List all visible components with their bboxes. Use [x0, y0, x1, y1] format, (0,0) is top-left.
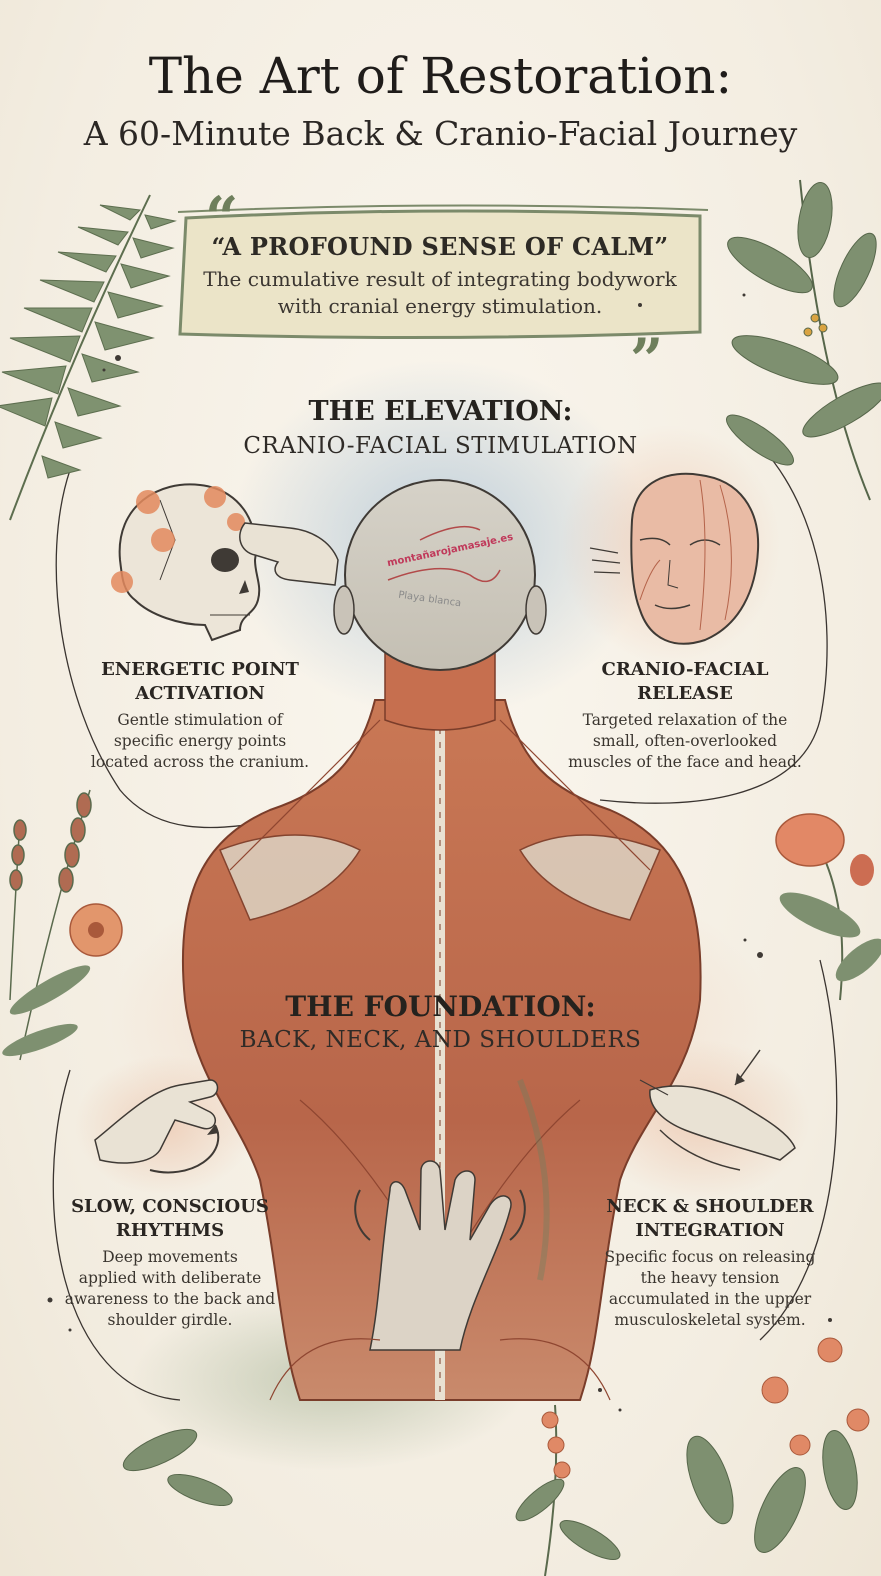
flow-line-left — [55, 469, 301, 829]
caption-line: located across the cranium. — [90, 753, 310, 771]
caption-line: muscles of the face and head. — [568, 753, 802, 771]
face-muscles-illustration — [630, 472, 760, 645]
caption-title-line: RHYTHMS — [115, 1220, 225, 1241]
elevation-subheading: CRANIO-FACIAL STIMULATION — [243, 433, 638, 459]
shoulder-massage-hands-icon — [639, 1049, 796, 1171]
elevation-heading: THE ELEVATION: — [308, 396, 573, 427]
lavender-icon — [2, 789, 92, 1061]
caption-title-line: RELEASE — [637, 683, 733, 704]
skull-illustration — [118, 483, 261, 642]
flow-line-bottom-left — [52, 1069, 181, 1401]
fern-icon — [0, 194, 177, 521]
close-quote-mark: ” — [630, 326, 663, 394]
head-illustration — [344, 479, 536, 671]
quote-heading: “A PROFOUND SENSE OF CALM” — [211, 232, 669, 261]
pointing-hand-icon — [239, 522, 339, 586]
caption-title-line: NECK & SHOULDER — [606, 1196, 814, 1217]
caption-line: Gentle stimulation of — [117, 711, 283, 729]
quote-line: with cranial energy stimulation. — [277, 294, 603, 318]
flow-line-right — [599, 419, 828, 804]
caption-title-line: SLOW, CONSCIOUS — [71, 1196, 269, 1217]
caption-line: accumulated in the upper — [608, 1290, 812, 1308]
leaf-branch-icon — [726, 179, 881, 501]
circular-massage-hand-icon — [94, 1079, 220, 1174]
caption-line: Specific focus on releasing — [604, 1248, 816, 1266]
cranio-facial-release-heading: CRANIO-FACIAL RELEASE — [560, 658, 810, 706]
quote-box: “ ” — [177, 184, 709, 394]
cranio-facial-release-text: Targeted relaxation of the small, often-… — [555, 710, 815, 773]
caption-line: small, often-overlooked — [592, 732, 778, 750]
caption-line: awareness to the back and — [64, 1290, 276, 1308]
quote-line: The cumulative result of integrating bod… — [203, 267, 677, 291]
caption-line: shoulder girdle. — [107, 1311, 233, 1329]
neck-shoulder-heading: NECK & SHOULDER INTEGRATION — [585, 1195, 835, 1243]
conscious-rhythms-heading: SLOW, CONSCIOUS RHYTHMS — [50, 1195, 290, 1243]
caption-line: musculoskeletal system. — [614, 1311, 806, 1329]
page-subtitle: A 60-Minute Back & Cranio-Facial Journey — [83, 114, 798, 153]
caption-title-line: ENERGETIC POINT — [101, 659, 299, 680]
energetic-point-text: Gentle stimulation of specific energy po… — [75, 710, 325, 773]
foundation-heading: THE FOUNDATION: — [285, 990, 596, 1023]
energetic-point-heading: ENERGETIC POINT ACTIVATION — [80, 658, 320, 706]
caption-line: the heavy tension — [640, 1269, 780, 1287]
quote-text: The cumulative result of integrating bod… — [190, 266, 690, 320]
open-quote-mark: “ — [205, 184, 238, 252]
caption-line: Targeted relaxation of the — [582, 711, 788, 729]
ink-splatter — [47, 293, 832, 1412]
conscious-rhythms-text: Deep movements applied with deliberate a… — [45, 1247, 295, 1331]
back-anatomy-illustration — [181, 479, 702, 1401]
bottom-flowers-icon — [541, 1337, 870, 1479]
flow-line-bottom-right — [759, 959, 838, 1341]
foundation-subheading: BACK, NECK, AND SHOULDERS — [239, 1027, 642, 1053]
caption-line: specific energy points — [113, 732, 287, 750]
caption-line: applied with deliberate — [78, 1269, 262, 1287]
poppy-icon — [775, 813, 881, 1001]
caption-title-line: CRANIO-FACIAL — [601, 659, 769, 680]
massage-hand-illustration — [369, 1160, 512, 1351]
caption-title-line: INTEGRATION — [635, 1220, 785, 1241]
page-title: The Art of Restoration: — [148, 47, 733, 105]
orange-daisy-icon — [69, 903, 123, 957]
caption-line: Deep movements — [102, 1248, 238, 1266]
motion-lines-icon — [589, 547, 621, 574]
energy-points-icon — [111, 486, 245, 593]
neck-shoulder-text: Specific focus on releasing the heavy te… — [580, 1247, 840, 1331]
caption-title-line: ACTIVATION — [135, 683, 265, 704]
